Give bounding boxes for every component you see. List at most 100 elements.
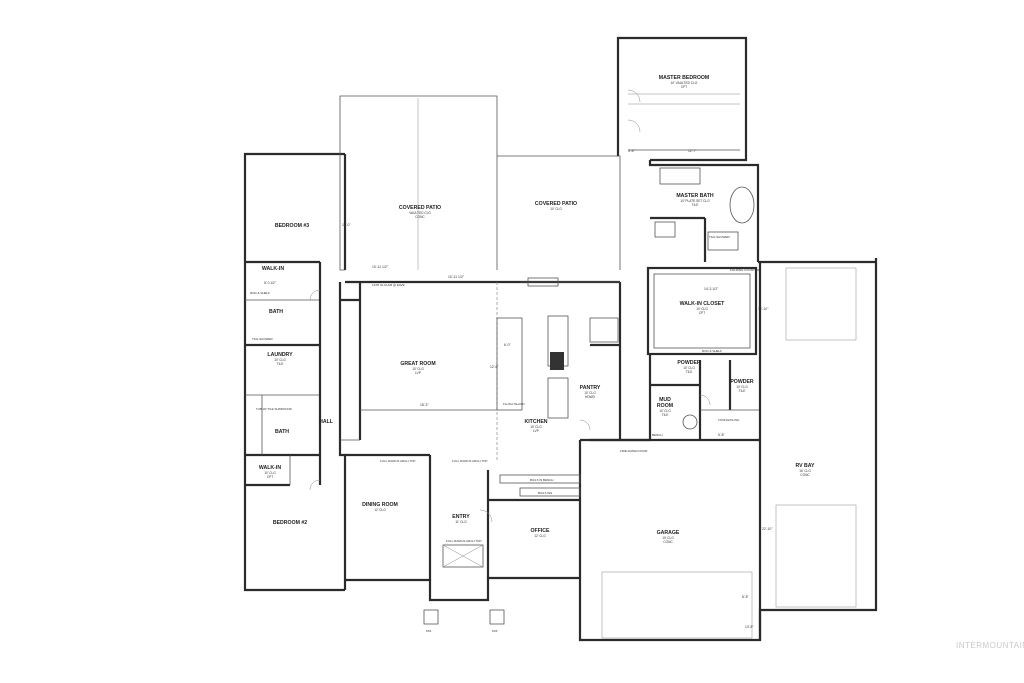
room-pantry-sub: 10' CLG bbox=[584, 391, 596, 395]
room-bath-top: BATH bbox=[269, 309, 283, 315]
room-great-room: GREAT ROOM bbox=[400, 361, 435, 367]
room-mud-room-floor: TILE bbox=[662, 413, 669, 417]
room-master-bath-sub: 10' PLATE SET CLG bbox=[680, 199, 710, 203]
room-walk-in-top: WALK-IN bbox=[262, 266, 284, 272]
note-tile-shower-2: TILE SHOWER bbox=[709, 235, 731, 239]
room-kitchen: KITCHEN bbox=[524, 419, 547, 425]
note-tub-surround: TUB W/ TILE SURROUND bbox=[256, 407, 293, 411]
dim-11: 6'-0" bbox=[504, 343, 512, 347]
door-swings bbox=[309, 89, 711, 523]
room-kitchen-sub: 10' CLG bbox=[530, 425, 542, 429]
note-arch-2: FULL RADIUS ARCH TOP bbox=[452, 459, 487, 463]
interior-walls bbox=[245, 93, 857, 640]
dim-4: 18'-3" bbox=[420, 403, 429, 407]
watermark: INTERMOUNTAIN bbox=[956, 641, 1024, 650]
room-office-sub: 12' CLG bbox=[534, 534, 546, 538]
dim-7: 12'-7" bbox=[688, 149, 697, 153]
note-built-in-bench: BUILT-IN BENCH bbox=[530, 478, 553, 482]
note-arch-1: FULL RADIUS ARCH TOP bbox=[380, 459, 415, 463]
room-entry: ENTRY bbox=[452, 514, 470, 520]
room-garage-floor: CONC bbox=[663, 540, 673, 544]
note-beam: 12X8 GLULAM @ EAVE bbox=[372, 283, 405, 287]
room-laundry: LAUNDRY bbox=[267, 352, 293, 358]
room-office: OFFICE bbox=[530, 528, 550, 534]
room-walk-in-closet: WALK-IN CLOSET bbox=[680, 301, 725, 307]
room-powder-left: POWDER bbox=[677, 360, 701, 366]
room-bath-bottom: BATH bbox=[275, 429, 289, 435]
room-powder-right-floor: TILE bbox=[739, 389, 746, 393]
note-bench: BENCH bbox=[652, 433, 663, 437]
note-flush-island: FLUSH ISLAND bbox=[503, 402, 525, 406]
room-walk-in-closet-floor: CPT bbox=[699, 311, 705, 315]
room-mud-room-sub: 10' CLG bbox=[659, 409, 671, 413]
room-walk-in-bottom: WALK-IN bbox=[259, 465, 281, 471]
room-great-room-sub: 10' CLG bbox=[412, 367, 424, 371]
dim-12: 5'-8" bbox=[718, 433, 726, 437]
dim-14: 13'-8" bbox=[745, 625, 754, 629]
room-walk-in-bottom-sub: 10' CLG bbox=[264, 471, 276, 475]
dim-5: 12'-6" bbox=[490, 365, 499, 369]
room-great-room-floor: LVP bbox=[415, 371, 421, 375]
room-covered-patio-right: COVERED PATIO bbox=[535, 201, 577, 207]
room-garage-sub: 10' CLG bbox=[662, 536, 674, 540]
room-mud-room-2: ROOM bbox=[657, 403, 673, 409]
room-walk-in-top-sub: 8'-0 1/2" bbox=[264, 281, 276, 285]
room-entry-sub: 11' CLG bbox=[455, 520, 467, 524]
dim-6: 14'-3 1/2" bbox=[704, 287, 719, 291]
room-master-bath-floor: TILE bbox=[692, 203, 699, 207]
room-powder-left-floor: TILE bbox=[686, 370, 693, 374]
note-arch-3: FULL RADIUS ARCH TOP bbox=[446, 539, 481, 543]
room-laundry-floor: TILE bbox=[277, 362, 284, 366]
front-posts: 6X6 6X6 bbox=[423, 544, 505, 633]
room-walk-in-closet-sub: 10' CLG bbox=[696, 307, 708, 311]
dim-10: 3'-6" bbox=[628, 149, 636, 153]
note-tankless-wh: TANKLESS WH bbox=[718, 418, 739, 422]
room-covered-patio-left-floor: CONC bbox=[415, 215, 425, 219]
room-laundry-sub: 10' CLG bbox=[274, 358, 286, 362]
room-covered-patio-left-sub: VAULTED CLG bbox=[409, 211, 431, 215]
room-mud-room: MUD bbox=[659, 397, 671, 403]
room-powder-right-sub: 10' CLG bbox=[736, 385, 748, 389]
note-fire-rated-door: FIRE RATED DOOR bbox=[620, 449, 648, 453]
post-label-right: 6X6 bbox=[492, 629, 498, 633]
room-bedroom-2: BEDROOM #2 bbox=[273, 520, 307, 526]
room-powder-left-sub: 10' CLG bbox=[683, 366, 695, 370]
room-walk-in-bottom-floor: CPT bbox=[267, 475, 273, 479]
note-rod-shelf-1: ROD & SHELF bbox=[250, 291, 270, 295]
room-pantry-floor: HDWD bbox=[585, 395, 596, 399]
room-labels: MASTER BEDROOM 10' VAULTED CLG CPT MASTE… bbox=[259, 75, 815, 544]
room-rv-bay: RV BAY bbox=[795, 463, 815, 469]
note-tile-shower-1: TILE SHOWER bbox=[252, 337, 274, 341]
room-master-bedroom-floor: CPT bbox=[681, 85, 687, 89]
dim-8: 12'-10" bbox=[758, 307, 769, 311]
room-master-bath: MASTER BATH bbox=[676, 193, 714, 199]
room-rv-bay-floor: CONC bbox=[800, 473, 810, 477]
room-master-bedroom-sub: 10' VAULTED CLG bbox=[671, 81, 698, 85]
room-master-bedroom: MASTER BEDROOM bbox=[659, 75, 709, 81]
room-kitchen-floor: LVP bbox=[533, 429, 539, 433]
room-dining-room-sub: 12' CLG bbox=[374, 508, 386, 512]
room-dining-room: DINING ROOM bbox=[362, 502, 398, 508]
dim-1: 10'-11 1/2" bbox=[372, 265, 389, 269]
dim-9: 22'-10" bbox=[762, 527, 773, 531]
note-rod-shelf-3: ROD & SHELF bbox=[702, 349, 722, 353]
room-hall: HALL bbox=[319, 419, 334, 425]
room-garage: GARAGE bbox=[657, 530, 680, 536]
room-pantry: PANTRY bbox=[580, 385, 601, 391]
room-powder-right: POWDER bbox=[730, 379, 754, 385]
dim-3: 18'-0" bbox=[342, 223, 351, 227]
dimensions: 10'-11 1/2" 10'-11 1/2" 18'-0" 18'-3" 12… bbox=[342, 149, 773, 629]
note-built-ins: BUILT-INS bbox=[538, 491, 552, 495]
note-folding-counter: FOLDING COUNTER bbox=[730, 268, 760, 272]
room-covered-patio-left: COVERED PATIO bbox=[399, 205, 441, 211]
post-label-left: 6X6 bbox=[426, 629, 432, 633]
note-rod-shelf-2: ROD & SHELF bbox=[253, 453, 273, 457]
room-bedroom-3: BEDROOM #3 bbox=[275, 223, 309, 229]
dim-13: 8'-8" bbox=[742, 595, 750, 599]
room-rv-bay-sub: 16' CLG bbox=[799, 469, 811, 473]
fixture-notes: FLUSH ISLAND ROD & SHELF ROD & SHELF ROD… bbox=[250, 235, 760, 543]
exterior-walls bbox=[243, 36, 878, 642]
dim-2: 10'-11 1/2" bbox=[448, 275, 465, 279]
